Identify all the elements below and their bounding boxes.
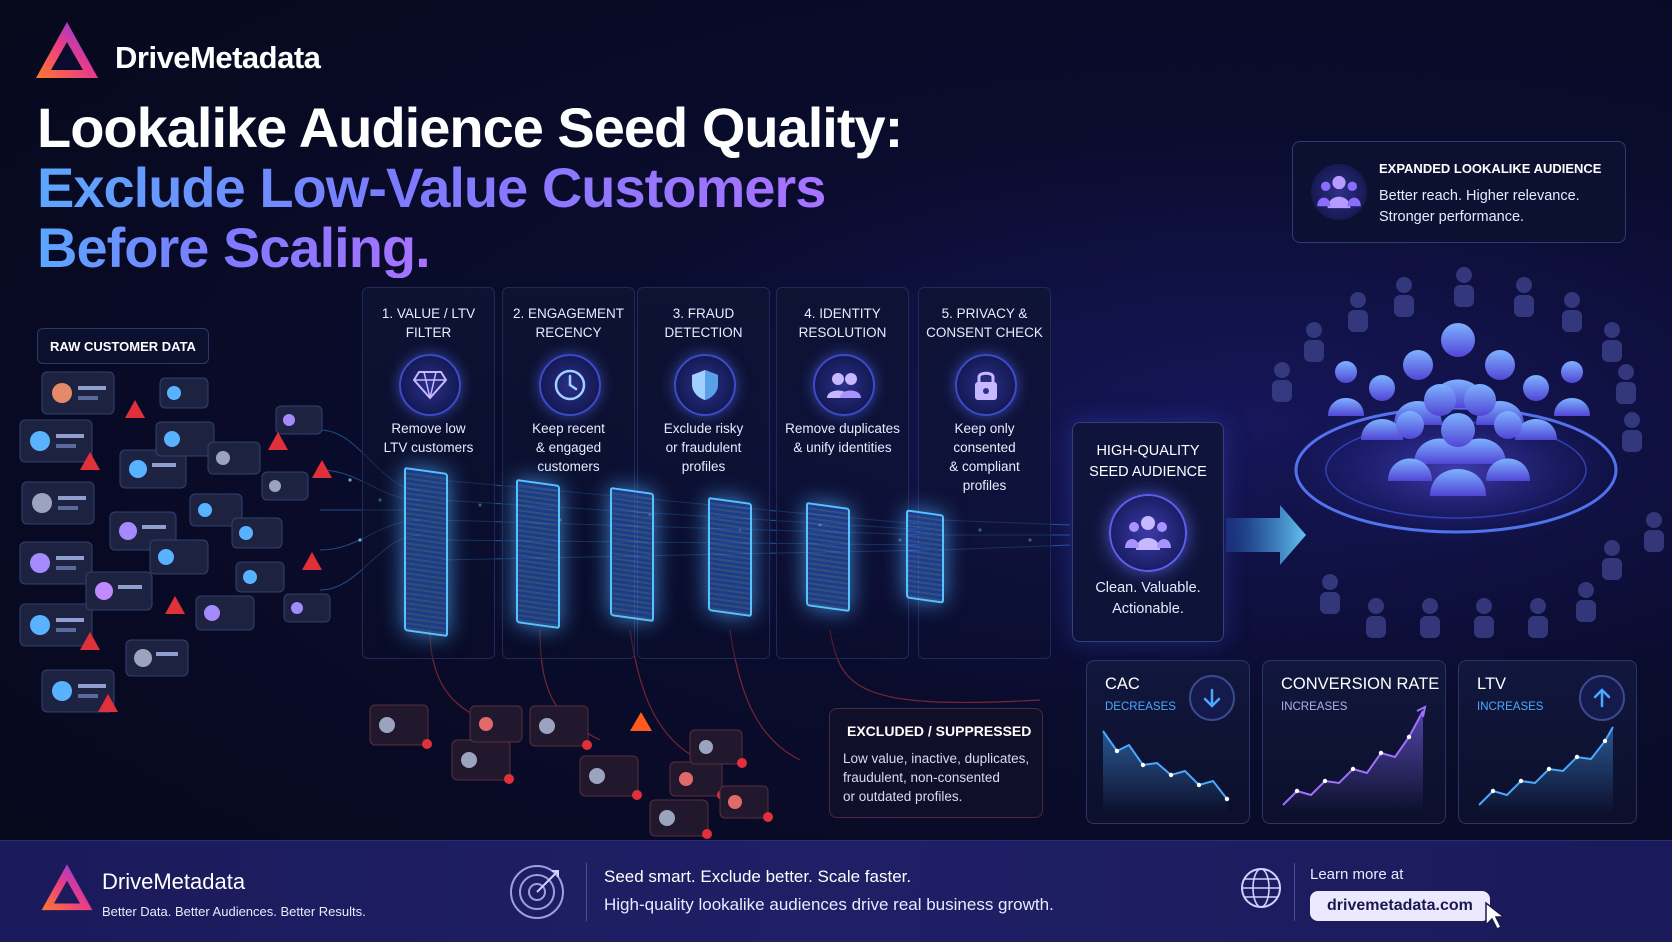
- diamond-icon: [399, 354, 461, 416]
- filter-panel: [610, 486, 654, 623]
- excluded-title: EXCLUDED / SUPPRESSED: [847, 723, 1032, 739]
- drivemetadata-logo-icon: [41, 864, 93, 911]
- warning-icon: [80, 400, 332, 712]
- audience-crowd: [1328, 323, 1590, 496]
- footer-message: High-quality lookalike audiences drive r…: [604, 895, 1054, 914]
- step-description: Remove duplicates & unify identities: [785, 421, 900, 455]
- excluded-cards: [369, 704, 773, 839]
- filter-panel: [906, 509, 944, 604]
- users-icon: [813, 354, 875, 416]
- footer-learn-more: Learn more at: [1310, 866, 1404, 883]
- excluded-suppressed-box: EXCLUDED / SUPPRESSED Low value, inactiv…: [829, 708, 1043, 818]
- footer-tagline: Better Data. Better Audiences. Better Re…: [102, 904, 366, 919]
- step-privacy-consent-check: 5. PRIVACY & CONSENT CHECK Keep only con…: [918, 287, 1051, 659]
- metric-sparkline: [1478, 726, 1614, 813]
- drivemetadata-logo-icon: [36, 22, 98, 78]
- metric-card-conversion-rate: CONVERSION RATE INCREASES: [1262, 660, 1446, 824]
- target-icon: [510, 865, 564, 919]
- step-title: 4. IDENTITY RESOLUTION: [798, 306, 887, 340]
- page-subtitle-line2: Before Scaling.: [37, 216, 431, 279]
- step-description: Remove low LTV customers: [383, 421, 474, 455]
- arrow-to-audience: [1226, 505, 1306, 565]
- footer: DriveMetadata Better Data. Better Audien…: [0, 840, 1672, 942]
- metric-trend-label: INCREASES: [1281, 701, 1348, 713]
- metric-sparkline: [1102, 730, 1230, 813]
- metric-trend-label: DECREASES: [1105, 701, 1176, 713]
- metric-title: CAC: [1105, 675, 1140, 693]
- globe-icon: [1241, 868, 1281, 908]
- clock-icon: [539, 354, 601, 416]
- lock-icon: [955, 354, 1017, 416]
- page-subtitle-line1: Exclude Low-Value Customers: [37, 156, 826, 219]
- seed-description: Clean. Valuable. Actionable.: [1095, 580, 1201, 617]
- background-crowd: [1272, 267, 1664, 638]
- shield-icon: [674, 354, 736, 416]
- audience-icon: [1109, 494, 1187, 572]
- footer-divider: [1294, 863, 1295, 921]
- footer-slogan: Seed smart. Exclude better. Scale faster…: [604, 867, 912, 886]
- step-description: Exclude risky or fraudulent profiles: [663, 421, 744, 474]
- metric-card-cac: CAC DECREASES: [1086, 660, 1250, 824]
- website-link[interactable]: drivemetadata.com: [1310, 891, 1490, 921]
- footer-divider: [586, 863, 587, 921]
- footer-brand-name: DriveMetadata: [102, 869, 246, 894]
- step-title: 5. PRIVACY & CONSENT CHECK: [926, 306, 1043, 340]
- step-title: 2. ENGAGEMENT RECENCY: [512, 306, 625, 340]
- page-title: Lookalike Audience Seed Quality:: [37, 96, 903, 159]
- brand-name: DriveMetadata: [115, 40, 321, 75]
- filter-panel: [516, 478, 560, 630]
- arrow-down-icon: [1189, 675, 1235, 721]
- step-title: 3. FRAUD DETECTION: [664, 306, 743, 340]
- metric-card-ltv: LTV INCREASES: [1458, 660, 1637, 824]
- filter-panel: [708, 496, 752, 618]
- metric-title: LTV: [1477, 675, 1507, 693]
- raw-customer-data-label: RAW CUSTOMER DATA: [37, 328, 209, 364]
- arrow-up-icon: [1579, 675, 1625, 721]
- filter-panel: [806, 501, 850, 613]
- step-title: 1. VALUE / LTV FILTER: [381, 306, 476, 340]
- filter-panel: [404, 466, 448, 638]
- expanded-lookalike-audience: EXPANDED LOOKALIKE AUDIENCE Better reach…: [1292, 141, 1626, 243]
- cursor-icon: [1485, 901, 1507, 931]
- raw-customer-cards: [19, 371, 331, 713]
- expanded-title: EXPANDED LOOKALIKE AUDIENCE: [1379, 161, 1602, 176]
- seed-title: HIGH-QUALITY SEED AUDIENCE: [1089, 443, 1207, 480]
- step-description: Keep recent & engaged customers: [532, 421, 605, 474]
- audience-icon: [1311, 164, 1367, 220]
- step-engagement-recency: 2. ENGAGEMENT RECENCY Keep recent & enga…: [502, 287, 635, 659]
- step-description: Keep only consented & compliant profiles: [949, 421, 1020, 493]
- high-quality-seed-audience: HIGH-QUALITY SEED AUDIENCE Clean. Valuab…: [1072, 422, 1224, 642]
- metric-sparkline: [1282, 705, 1427, 813]
- excluded-description: Low value, inactive, duplicates, fraudul…: [843, 751, 1030, 804]
- step-identity-resolution: 4. IDENTITY RESOLUTION Remove duplicates…: [776, 287, 909, 659]
- metric-title: CONVERSION RATE: [1281, 675, 1440, 693]
- metric-trend-label: INCREASES: [1477, 701, 1544, 713]
- expanded-description: Better reach. Higher relevance. Stronger…: [1379, 188, 1580, 225]
